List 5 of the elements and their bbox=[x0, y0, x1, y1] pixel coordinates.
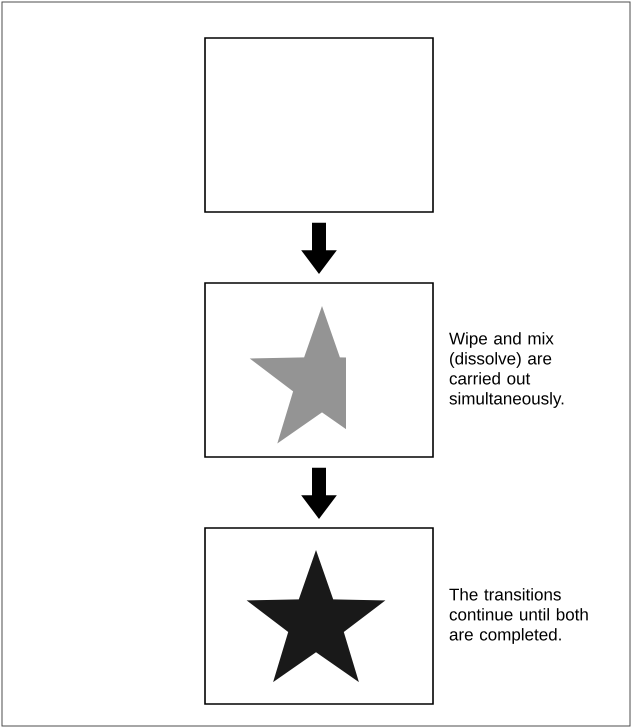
picture-frame bbox=[204, 282, 434, 458]
picture-frame bbox=[204, 527, 434, 705]
picture-frame bbox=[204, 37, 434, 213]
caption-text: Wipe and mix (dissolve) are carried out simultaneously. bbox=[449, 332, 564, 408]
caption-text: The transitions continue until both are completed. bbox=[449, 588, 588, 644]
